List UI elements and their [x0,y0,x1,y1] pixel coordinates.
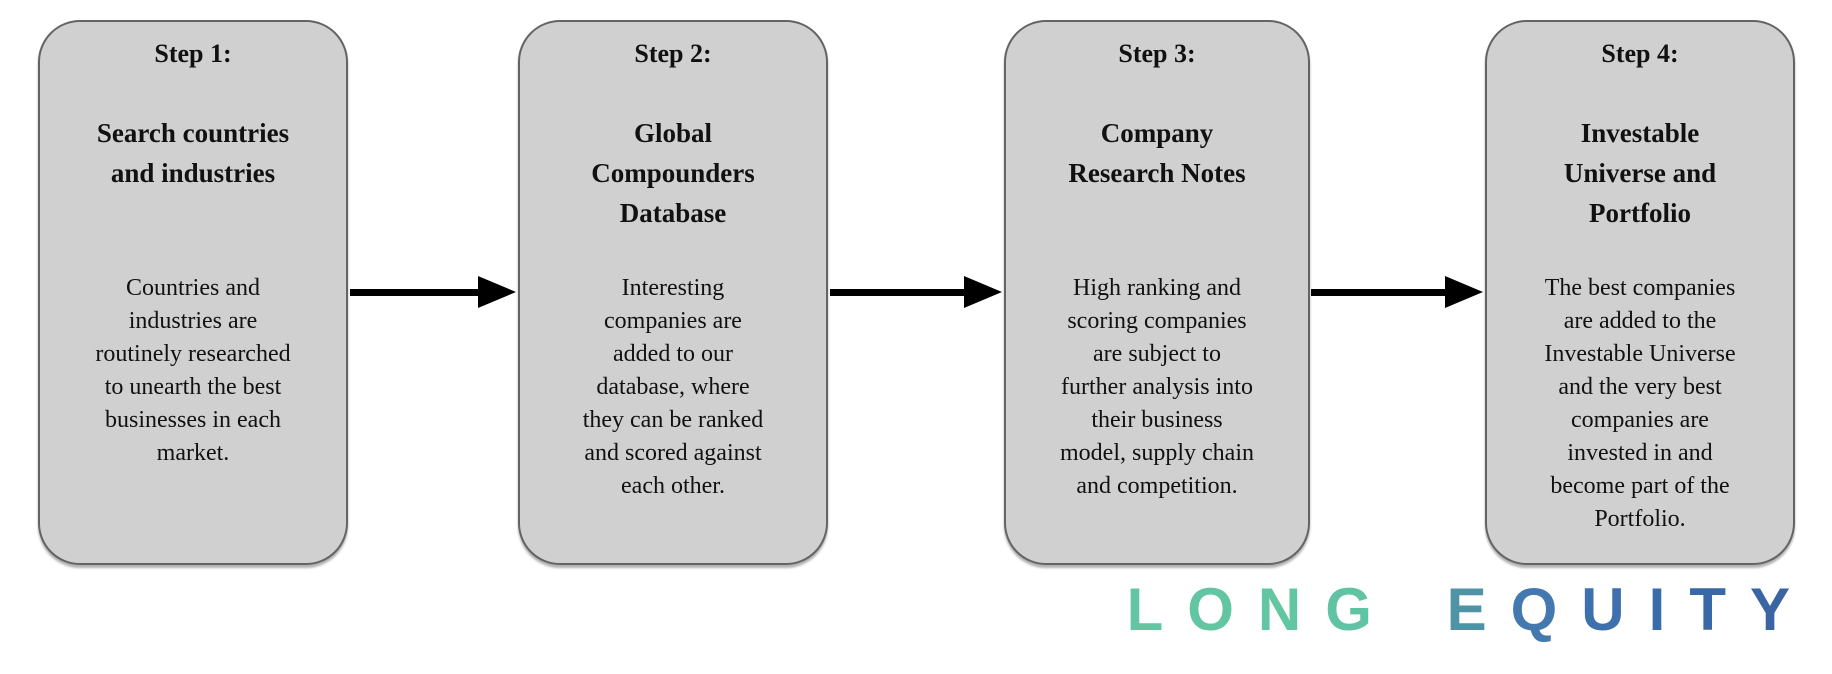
step-title: Investable Universe and Portfolio [1563,118,1717,229]
step-description: The best companies are added to the Inve… [1544,275,1736,532]
arrow-head [964,276,1002,308]
long-equity-logo: LONG EQUITY [1126,576,1814,643]
step-label: Step 2: [634,39,712,68]
arrow-shaft [830,288,964,296]
arrow-shaft [350,288,478,296]
flow-arrow-icon [830,276,1002,308]
step-description: High ranking and scoring companies are s… [1060,275,1254,499]
step-title: Search countries and industries [96,118,290,189]
arrow-head [478,276,516,308]
step-label: Step 3: [1118,39,1196,68]
step-description: Interesting companies are added to our d… [582,275,764,499]
step-title: Global Compounders Database [591,118,755,229]
step-2-box: Step 2: Global Compounders Database Inte… [518,20,828,565]
step-1-box: Step 1: Search countries and industries … [38,20,348,565]
arrow-shaft [1311,288,1445,296]
step-label: Step 1: [154,39,232,68]
step-4-box: Step 4: Investable Universe and Portfoli… [1485,20,1795,565]
step-title: Company Research Notes [1068,118,1246,189]
step-description: Countries and industries are routinely r… [95,275,291,466]
step-label: Step 4: [1601,39,1679,68]
step-3-box: Step 3: Company Research Notes High rank… [1004,20,1310,565]
arrow-head [1445,276,1483,308]
flow-arrow-icon [1311,276,1483,308]
flow-arrow-icon [350,276,516,308]
